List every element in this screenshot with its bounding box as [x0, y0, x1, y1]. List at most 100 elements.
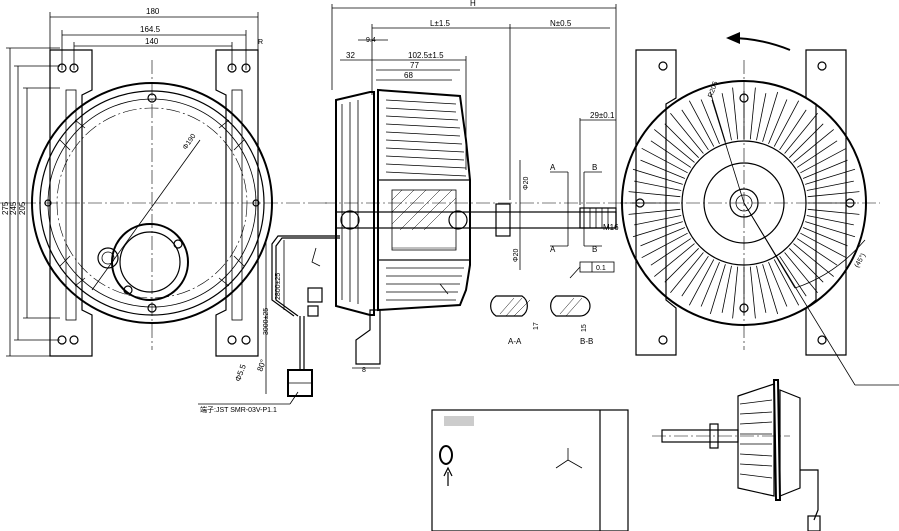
- section-B-label: B-B: [580, 337, 593, 346]
- label-logo: [444, 416, 474, 426]
- rear-fin: [670, 252, 704, 293]
- lead-length-3000: 3000±25: [263, 308, 270, 335]
- rear-fin: [806, 215, 854, 226]
- rear-fin: [664, 248, 699, 283]
- rear-fin: [793, 129, 834, 163]
- rear-fin: [762, 91, 779, 142]
- rear-fin: [807, 191, 860, 198]
- lead-length-2800: 2800±25: [275, 273, 282, 300]
- dim-radius-note: R: [258, 39, 263, 46]
- section-A-dim: 17: [533, 322, 540, 330]
- dim-140: 140: [145, 37, 159, 46]
- rear-fin: [650, 140, 692, 168]
- rear-fin: [640, 227, 686, 247]
- rear-fin: [806, 180, 854, 191]
- rear-fin: [779, 109, 807, 151]
- rear-fin: [784, 113, 818, 154]
- rear-fin: [641, 147, 688, 174]
- label-symbol-icon: [439, 445, 453, 465]
- rear-fin: [654, 243, 695, 277]
- rear-fin: [641, 232, 688, 259]
- rear-fin: [805, 221, 856, 238]
- mounting-bracket-left: [49, 49, 93, 357]
- section-views: A-A 17 B-B 15: [490, 295, 593, 346]
- rear-fin: [709, 91, 726, 142]
- dim-dia-190: Φ190: [182, 133, 198, 151]
- cable-gland: [97, 223, 189, 301]
- label-wye-icon: [555, 448, 583, 469]
- rear-fin: [802, 227, 848, 247]
- rear-fin: [800, 232, 847, 259]
- dim-32: 32: [346, 51, 355, 60]
- rear-fin: [802, 159, 848, 179]
- rear-fin: [773, 259, 800, 306]
- runout-tolerance: 0.1: [596, 265, 606, 272]
- dim-angle-80: 80°: [255, 358, 268, 372]
- rear-fin: [732, 87, 739, 140]
- rear-fin: [796, 238, 838, 266]
- rear-fin: [681, 109, 709, 151]
- rear-view: (45°) R205: [620, 32, 899, 386]
- section-A-bottom: A: [550, 245, 556, 254]
- rear-fin: [793, 243, 834, 277]
- housing-ribs: [59, 119, 245, 287]
- dim-M16: M16: [603, 223, 619, 232]
- section-B-top: B: [592, 163, 597, 172]
- rear-fin: [670, 113, 704, 154]
- rear-fin: [721, 265, 732, 313]
- rear-fin: [688, 100, 715, 147]
- rear-fin: [700, 261, 720, 307]
- front-width-dims: 180 164.5 140: [49, 7, 259, 70]
- section-A-top: A: [550, 163, 556, 172]
- dim-275: 275: [1, 201, 10, 215]
- dim-hole-5-5: Φ5.5: [233, 363, 248, 383]
- rear-fin: [800, 147, 847, 174]
- rear-fin: [640, 159, 686, 179]
- section-A-label: A-A: [508, 337, 522, 346]
- dim-77: 77: [410, 61, 419, 70]
- rear-fin: [749, 266, 756, 319]
- rear-fin: [784, 252, 818, 293]
- rear-fin: [664, 123, 699, 158]
- dim-29: 29±0.1: [590, 111, 615, 120]
- housing-side: [377, 88, 471, 312]
- rear-fin: [634, 215, 682, 226]
- rear-fin: [709, 264, 726, 315]
- section-B-bottom: B: [592, 245, 597, 254]
- dim-H: H: [470, 0, 476, 8]
- rear-fin: [628, 191, 681, 198]
- dim-shaft-bottom: Φ20: [513, 249, 520, 262]
- rear-fin: [789, 248, 824, 283]
- rear-fin: [628, 208, 681, 215]
- dim-205: 205: [18, 201, 27, 215]
- rear-fin: [773, 100, 800, 147]
- rear-radius: R205: [707, 80, 719, 98]
- rear-fin: [762, 264, 779, 315]
- isometric-view: [652, 379, 821, 531]
- rear-fin: [756, 265, 767, 313]
- front-view: 180 164.5 140 275 245 205: [0, 7, 330, 383]
- rear-fin: [805, 168, 856, 185]
- rear-fin: [632, 168, 683, 185]
- rear-fin: [768, 261, 788, 307]
- rear-fin: [732, 266, 739, 319]
- lead-wires: 3000±25 2800±25: [263, 235, 340, 397]
- rear-fin: [807, 208, 860, 215]
- rear-fin: [654, 129, 695, 163]
- connector-annotation: 端子:JST SMR-03V-P1.1: [198, 391, 299, 414]
- rear-fin: [650, 238, 692, 266]
- rear-fin: [756, 93, 767, 141]
- rear-fin: [688, 259, 715, 306]
- rear-fin: [634, 180, 682, 191]
- section-B-dim: 15: [581, 324, 588, 332]
- rear-fin: [796, 140, 838, 168]
- connector-spec: 端子:JST SMR-03V-P1.1: [200, 405, 277, 414]
- dim-68: 68: [404, 71, 413, 80]
- side-view: H L±1.5 N±0.5 9.4 32 102.5±1.5 77 68: [322, 0, 640, 374]
- dim-8: 8: [362, 367, 366, 374]
- section-B-shape: [550, 295, 591, 317]
- dim-102-5: 102.5±1.5: [408, 51, 444, 60]
- mounting-bracket-right: [215, 49, 259, 357]
- dim-164-5: 164.5: [140, 25, 161, 34]
